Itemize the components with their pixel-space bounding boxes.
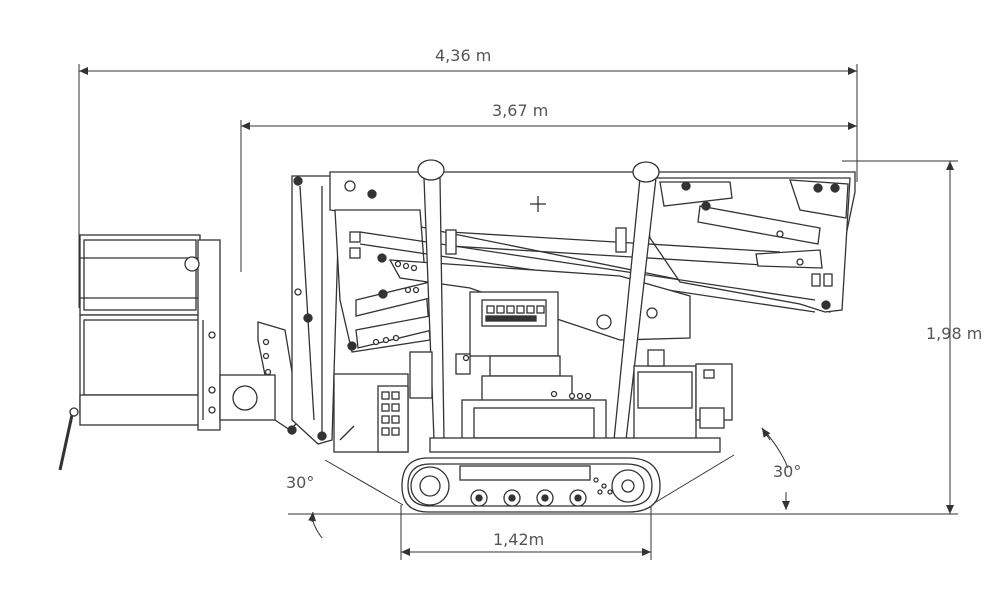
rear-angle-arrow-top — [761, 427, 771, 441]
basket — [58, 234, 221, 471]
boom-length-label: 3,67 m — [492, 101, 549, 120]
front-angle-label: 30° — [286, 473, 315, 492]
track-length-label: 1,42m — [493, 530, 545, 549]
chassis — [333, 349, 733, 453]
front-angle-arc — [311, 511, 323, 539]
upper-boom — [329, 171, 856, 353]
control-box — [469, 291, 573, 403]
front-angle-arrow — [308, 511, 317, 523]
lower-boom — [291, 175, 341, 445]
lift-posts — [417, 159, 660, 441]
rear-angle-line — [650, 454, 735, 506]
dimension-lines — [78, 64, 958, 560]
jib — [219, 321, 301, 435]
crawler-track — [401, 457, 661, 513]
height-label: 1,98 m — [926, 324, 983, 343]
rear-angle-label: 30° — [773, 462, 802, 481]
front-angle-line — [324, 459, 404, 506]
overall-length-label: 4,36 m — [435, 46, 492, 65]
